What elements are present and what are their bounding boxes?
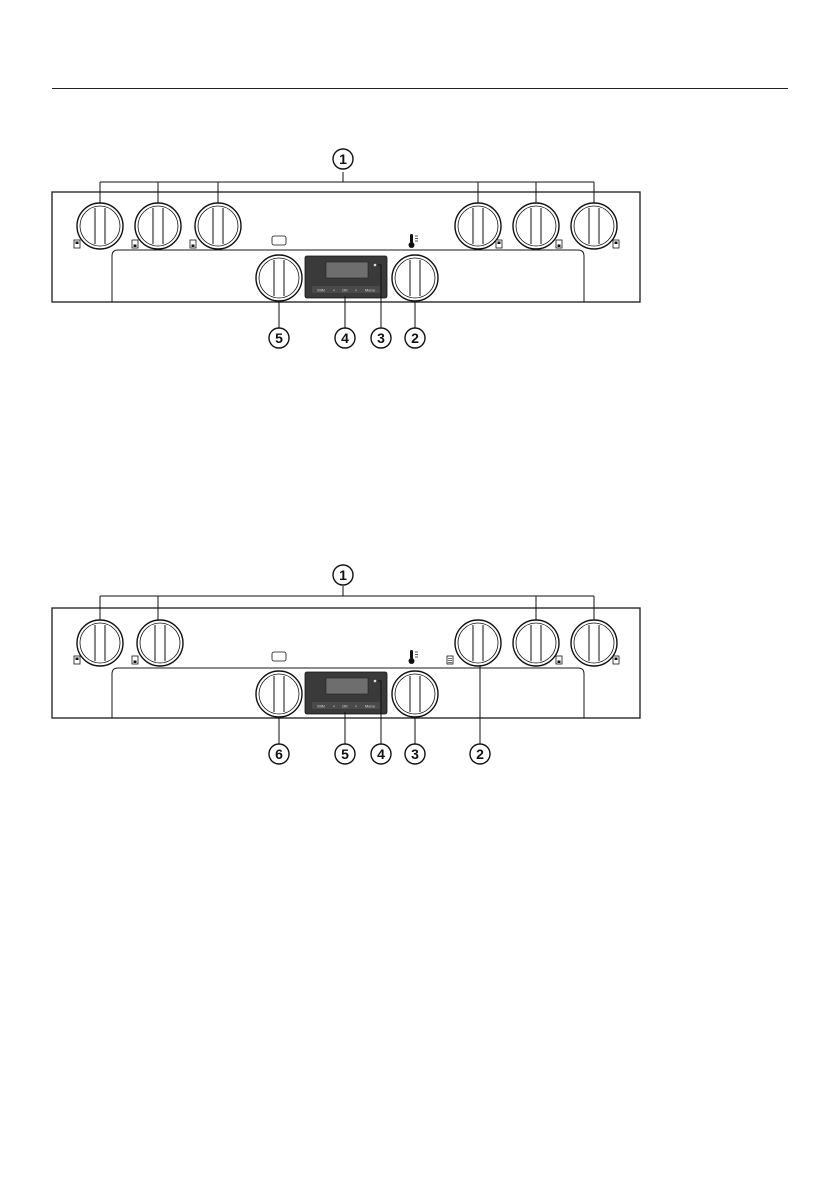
- oven-light-icon: [272, 236, 286, 245]
- burner-position-icon: [613, 656, 619, 664]
- oven-function-knob[interactable]: [256, 255, 302, 301]
- hob-knob[interactable]: [513, 620, 559, 666]
- oven-light-icon: [272, 652, 286, 661]
- burner-position-icon: [556, 240, 562, 248]
- hob-knob[interactable]: [77, 620, 123, 666]
- control-panel-svg-2: 1 MIN < OK > Menu 6 5 4 3: [0, 420, 840, 780]
- hob-knob[interactable]: [571, 203, 617, 249]
- control-panel-svg-1: 1 MIN < OK > Menu 5 4 3: [0, 0, 840, 400]
- display-screen: [326, 262, 368, 278]
- svg-text:5: 5: [275, 330, 283, 346]
- display-screen: [326, 678, 368, 694]
- svg-text:1: 1: [339, 567, 347, 583]
- callout-6: 6: [269, 744, 289, 764]
- callout-2: 2: [470, 744, 490, 764]
- display-button[interactable]: OK: [342, 288, 348, 293]
- svg-text:2: 2: [476, 746, 484, 762]
- display-button[interactable]: MIN: [317, 288, 324, 293]
- svg-text:4: 4: [341, 330, 349, 346]
- svg-text:3: 3: [377, 330, 385, 346]
- hob-knob[interactable]: [571, 620, 617, 666]
- svg-text:5: 5: [341, 746, 349, 762]
- indicator-light-icon: [374, 680, 377, 683]
- oven-function-knob[interactable]: [256, 671, 302, 717]
- burner-position-icon: [132, 656, 138, 664]
- hob-knob[interactable]: [137, 620, 183, 666]
- display-button[interactable]: Menu: [365, 288, 375, 293]
- temperature-knob[interactable]: [392, 255, 438, 301]
- control-panel-diagram-1: 1 MIN < OK > Menu 5 4 3: [0, 0, 840, 400]
- burner-position-icon: [556, 656, 562, 664]
- display-button[interactable]: Menu: [365, 704, 375, 709]
- hob-knob[interactable]: [455, 203, 501, 249]
- hob-knob[interactable]: [195, 203, 241, 249]
- callout-5: 5: [335, 744, 355, 764]
- callout-4: 4: [335, 328, 355, 348]
- svg-text:2: 2: [411, 330, 419, 346]
- hob-knob[interactable]: [77, 203, 123, 249]
- svg-text:3: 3: [411, 746, 419, 762]
- callout-3: 3: [405, 744, 425, 764]
- display-unit: MIN < OK > Menu: [305, 256, 387, 298]
- burner-position-icon: [74, 656, 80, 664]
- display-button[interactable]: OK: [342, 704, 348, 709]
- hob-knob[interactable]: [135, 203, 181, 249]
- callout-3: 3: [371, 328, 391, 348]
- svg-text:1: 1: [339, 151, 347, 167]
- burner-position-icon: [190, 240, 196, 248]
- callout-1: 1: [333, 149, 353, 169]
- temperature-knob[interactable]: [392, 671, 438, 717]
- display-unit: MIN < OK > Menu: [305, 672, 387, 714]
- burner-position-icon: [613, 240, 619, 248]
- griddle-icon: [447, 656, 453, 664]
- burner-position-icon: [74, 240, 80, 248]
- callout-4: 4: [371, 744, 391, 764]
- burner-position-icon: [132, 240, 138, 248]
- control-panel-diagram-2: 1 MIN < OK > Menu 6 5 4 3: [0, 420, 840, 780]
- callout-2: 2: [405, 328, 425, 348]
- display-button[interactable]: MIN: [317, 704, 324, 709]
- svg-text:4: 4: [377, 746, 385, 762]
- callout-1: 1: [333, 565, 353, 585]
- hob-knob[interactable]: [513, 203, 559, 249]
- indicator-light-icon: [374, 264, 377, 267]
- griddle-knob[interactable]: [455, 620, 501, 666]
- svg-text:6: 6: [275, 746, 283, 762]
- burner-position-icon: [496, 240, 502, 248]
- callout-5: 5: [269, 328, 289, 348]
